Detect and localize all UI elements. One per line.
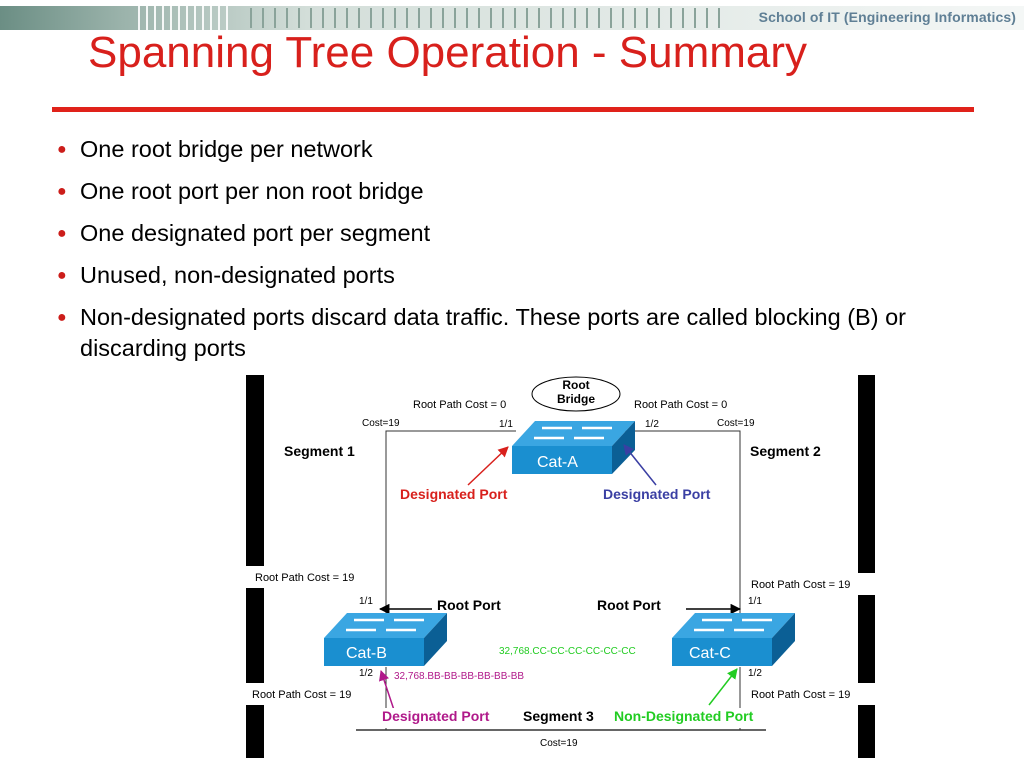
port-c-1-2: 1/2 xyxy=(748,668,762,679)
root-port-b: Root Port xyxy=(437,597,501,613)
cost-segment3: Cost=19 xyxy=(540,738,578,749)
bullet-text: Unused, non-designated ports xyxy=(80,262,395,288)
root-path-cost-a-right: Root Path Cost = 0 xyxy=(634,399,727,411)
network-links xyxy=(356,430,766,731)
cost-segment2: Cost=19 xyxy=(717,418,755,429)
bullet-text: One root port per non root bridge xyxy=(80,178,424,204)
page-title: Spanning Tree Operation - Summary xyxy=(88,28,808,77)
non-designated-arrow-c xyxy=(708,668,738,706)
header-stripes xyxy=(0,6,1024,30)
port-a-1-2: 1/2 xyxy=(645,419,659,430)
switch-cat-b: Cat-B xyxy=(324,613,447,666)
bridge-id-c: 32,768.CC-CC-CC-CC-CC-CC xyxy=(499,646,636,657)
designated-arrow-a1 xyxy=(467,446,509,486)
switch-cat-a: Cat-A xyxy=(512,421,635,474)
bullet-item: ● Unused, non-designated ports xyxy=(52,260,932,291)
designated-port-a2: Designated Port xyxy=(603,486,711,502)
bullet-item: ● One designated port per segment xyxy=(52,218,932,249)
rpc-b-bottom: Root Path Cost = 19 xyxy=(252,689,351,701)
stp-diagram: Root Bridge Root Path Cost = 0 Root Path… xyxy=(246,375,875,758)
root-bridge-line1: Root xyxy=(562,378,589,392)
segment3-label-bg xyxy=(356,708,776,728)
port-b-1-2: 1/2 xyxy=(359,668,373,679)
root-port-c: Root Port xyxy=(597,597,661,613)
title-divider xyxy=(52,107,974,112)
designated-port-a1: Designated Port xyxy=(400,486,508,502)
root-bridge-badge xyxy=(531,376,621,412)
switch-cat-c: Cat-C xyxy=(672,613,795,666)
switch-b-label: Cat-B xyxy=(346,645,387,662)
rpc-c-bottom-box xyxy=(744,683,875,705)
rpc-b-top: Root Path Cost = 19 xyxy=(255,572,354,584)
root-path-cost-a-left: Root Path Cost = 0 xyxy=(413,399,506,411)
bullet-item: ● Non-designated ports discard data traff… xyxy=(52,302,932,364)
header-bar: School of IT (Engineering Informatics) xyxy=(0,0,1024,34)
port-b-1-1: 1/1 xyxy=(359,596,373,607)
segment3-label: Segment 3 xyxy=(523,708,594,724)
bullet-text: One designated port per segment xyxy=(80,220,431,246)
brand-name: School of IT (Engineering Informatics) xyxy=(758,9,1016,25)
switch-a-label: Cat-A xyxy=(537,454,578,471)
bullet-dot-icon: ● xyxy=(57,183,67,200)
rpc-c-top: Root Path Cost = 19 xyxy=(751,579,850,591)
segment1-label: Segment 1 xyxy=(284,443,355,459)
bullet-dot-icon: ● xyxy=(57,267,67,284)
rpc-c-top-box xyxy=(744,573,875,595)
port-c-1-1: 1/1 xyxy=(748,596,762,607)
rpc-b-top-box xyxy=(246,566,376,588)
bullet-dot-icon: ● xyxy=(57,309,67,326)
bullet-item: ● One root bridge per network xyxy=(52,134,932,165)
bullet-text: One root bridge per network xyxy=(80,136,373,162)
bullet-dot-icon: ● xyxy=(57,225,67,242)
cost-segment1: Cost=19 xyxy=(362,418,400,429)
bullet-list: ● One root bridge per network ● One root p… xyxy=(52,134,932,375)
port-a-1-1: 1/1 xyxy=(499,419,513,430)
segment2-label: Segment 2 xyxy=(750,443,821,459)
non-designated-port-c: Non-Designated Port xyxy=(614,708,754,724)
root-bridge-line2: Bridge xyxy=(557,392,595,406)
switch-c-label: Cat-C xyxy=(689,645,731,662)
stp-diagram-svg: Root Bridge Root Path Cost = 0 Root Path… xyxy=(246,375,875,758)
bullet-dot-icon: ● xyxy=(57,141,67,158)
segment2-bar xyxy=(858,375,875,758)
bridge-id-b: 32,768.BB-BB-BB-BB-BB-BB xyxy=(394,671,524,682)
bullet-item: ● One root port per non root bridge xyxy=(52,176,932,207)
designated-port-b: Designated Port xyxy=(382,708,490,724)
designated-arrow-a2 xyxy=(623,444,657,486)
rpc-b-bottom-box xyxy=(246,683,376,705)
rpc-c-bottom: Root Path Cost = 19 xyxy=(751,689,850,701)
designated-arrow-b xyxy=(379,670,395,711)
bullet-text: Non-designated ports discard data traffi… xyxy=(80,304,906,361)
